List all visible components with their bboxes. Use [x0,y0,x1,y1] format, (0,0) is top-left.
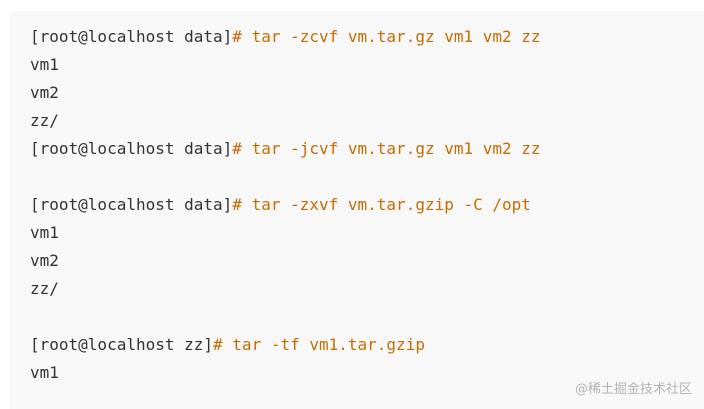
shell-prompt: [root@localhost data] [30,139,233,158]
shell-command: # tar -tf vm1.tar.gzip [213,335,425,354]
terminal-line: [root@localhost data]# tar -jcvf vm.tar.… [30,135,704,163]
terminal-line [30,303,704,331]
shell-prompt: [root@localhost zz] [30,335,214,354]
shell-command: # tar -zxvf vm.tar.gzip -C /opt [232,195,531,214]
output-text: vm1 [30,55,59,74]
terminal-line: vm2 [30,79,704,107]
shell-command: # tar -jcvf vm.tar.gz vm1 vm2 zz [232,139,541,158]
terminal-line: vm1 [30,219,704,247]
terminal-code-block: [root@localhost data]# tar -zcvf vm.tar.… [9,11,704,409]
terminal-line: vm1 [30,359,704,387]
terminal-line: [root@localhost zz]# tar -tf vm1.tar.gzi… [30,331,704,359]
terminal-line: zz/ [30,275,704,303]
shell-prompt: [root@localhost data] [30,27,233,46]
terminal-line [30,163,704,191]
output-text: vm1 [30,363,59,382]
shell-prompt: [root@localhost data] [30,195,233,214]
terminal-line: zz/ [30,107,704,135]
output-text: vm2 [30,83,59,102]
terminal-line: [root@localhost data]# tar -zxvf vm.tar.… [30,191,704,219]
terminal-line: vm2 [30,247,704,275]
watermark: @稀土掘金技术社区 [574,382,692,397]
output-text: vm1 [30,223,59,242]
output-text: vm2 [30,251,59,270]
terminal-line: [root@localhost data]# tar -zcvf vm.tar.… [30,23,704,51]
output-text: zz/ [30,111,59,130]
terminal-line: vm1 [30,51,704,79]
shell-command: # tar -zcvf vm.tar.gz vm1 vm2 zz [232,27,541,46]
output-text: zz/ [30,279,59,298]
